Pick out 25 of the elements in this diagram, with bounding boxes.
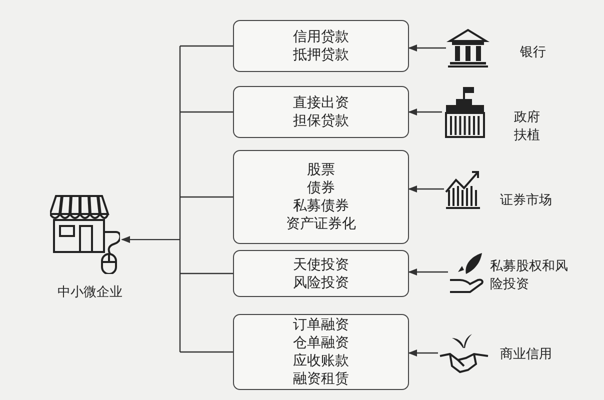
source-label: 商业信用 [500, 346, 553, 364]
box-text: 天使投资风险投资 [292, 256, 350, 292]
source-box [233, 20, 409, 72]
arrow [408, 108, 442, 116]
arrow [408, 44, 446, 52]
source-box [233, 86, 409, 138]
box-text: 直接出资担保贷款 [292, 94, 350, 130]
source-label: 中小微企业 [56, 284, 124, 302]
arrow [408, 350, 438, 356]
source-label: 政府扶植 [514, 109, 541, 145]
arrow [408, 268, 448, 276]
box-text: 信用贷款抵押贷款 [292, 28, 350, 64]
source-label: 银行 [520, 44, 547, 62]
source-label: 证券市场 [500, 192, 553, 210]
arrow [121, 45, 234, 353]
source-box [233, 314, 409, 390]
source-label: 私募股权和风险投资 [490, 258, 569, 294]
box-text: 私募债券 [293, 197, 349, 215]
box-text: 资产证券化 [286, 215, 356, 233]
source-box [233, 250, 409, 297]
arrow [408, 186, 444, 192]
box-text: 订单融资仓单融资应收账款融资租赁 [292, 316, 350, 388]
source-box [233, 150, 409, 244]
box-text: 债券 [307, 179, 335, 197]
box-text: 股票 [307, 161, 335, 179]
